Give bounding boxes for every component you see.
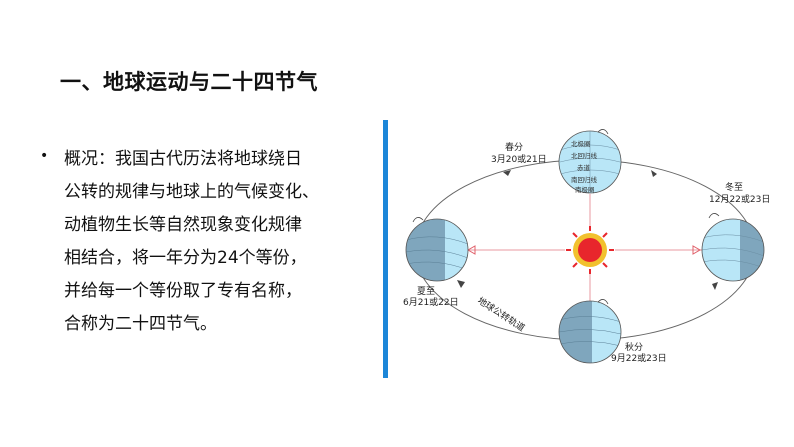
winter-solstice-name: 冬至 [725, 181, 743, 193]
autumn-equinox-date: 9月22或23日 [611, 352, 667, 364]
accent-divider [383, 120, 388, 378]
globe-label-equator: 赤道 [577, 163, 591, 172]
earth-orbit-diagram: 北极圈 北回归线 赤道 南回归线 南极圈 春分 3月2 [403, 129, 770, 364]
paragraph-line-6: 合称为二十四节气。 [64, 314, 217, 334]
paragraph-line-2: 公转的规律与地球上的气候变化、 [64, 182, 319, 202]
paragraph-line-4: 相结合，将一年分为24个等份， [64, 248, 307, 268]
sun-icon [566, 226, 614, 274]
orbit-arrow-icon [651, 170, 657, 177]
orbit-arrow-icon [712, 282, 718, 290]
globe-label-tropic-capricorn: 南回归线 [571, 175, 598, 184]
ray-arrow-icon [692, 245, 702, 255]
globe-spring-equinox: 北极圈 北回归线 赤道 南回归线 南极圈 [558, 129, 622, 194]
summer-solstice-name: 夏至 [417, 286, 435, 297]
globe-winter-solstice [701, 213, 765, 282]
globe-label-arctic: 北极圈 [571, 139, 591, 148]
autumn-equinox-name: 秋分 [625, 341, 643, 353]
globe-summer-solstice [405, 217, 469, 282]
paragraph-line-5: 并给每一个等份取了专有名称， [64, 281, 302, 301]
ray-arrow-icon [466, 245, 476, 255]
spring-equinox-date: 3月20或21日 [491, 153, 547, 165]
spring-equinox-name: 春分 [505, 141, 523, 153]
slide-title: 一、地球运动与二十四节气 [60, 70, 318, 94]
globe-label-antarctic: 南极圈 [575, 185, 595, 194]
paragraph-line-3: 动植物生长等自然现象变化规律 [64, 215, 302, 235]
orbit-arrow-icon [457, 280, 465, 288]
paragraph-line-1: 概况：我国古代历法将地球绕日 [64, 149, 302, 169]
summer-solstice-date: 6月21或22日 [403, 296, 459, 308]
bullet-dot: • [40, 148, 49, 164]
winter-solstice-date: 12月22或23日 [709, 193, 770, 205]
globe-label-tropic-cancer: 北回归线 [571, 151, 598, 160]
orbit-arrow-icon [503, 170, 511, 176]
